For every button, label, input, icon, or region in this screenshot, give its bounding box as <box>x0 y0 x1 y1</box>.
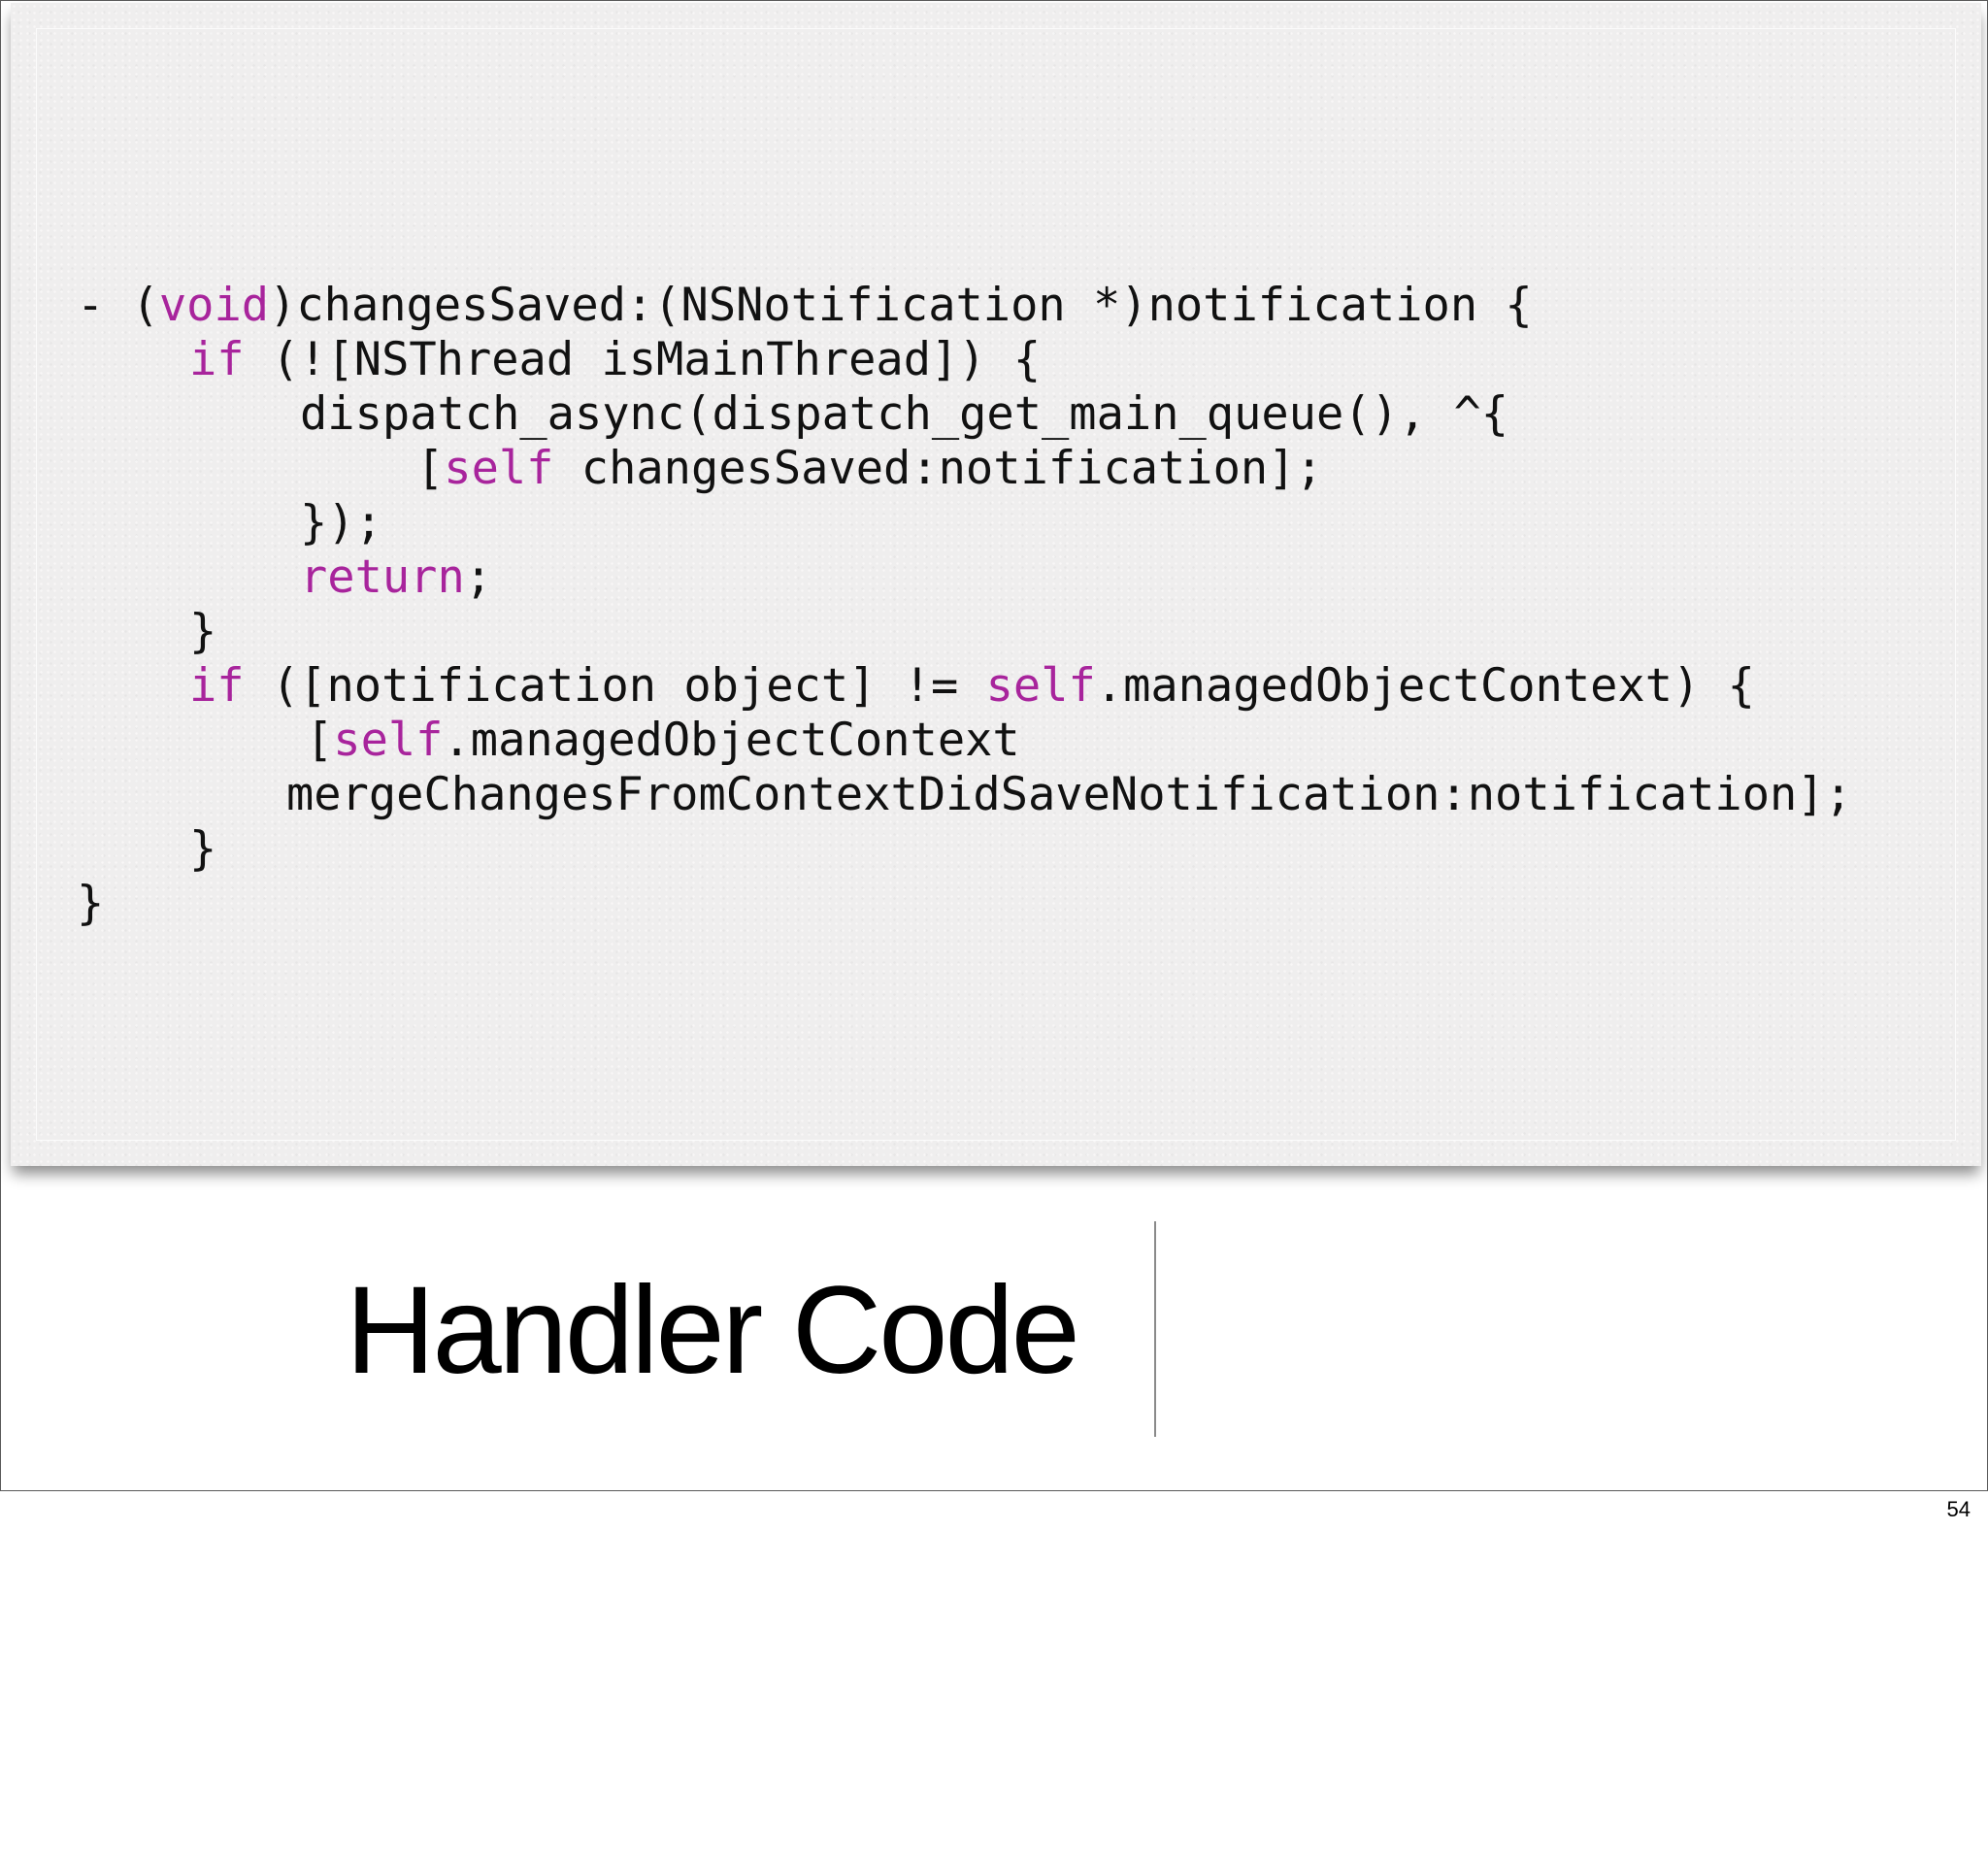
code-line-5: }); <box>300 496 382 550</box>
keyword-token: self <box>444 442 554 495</box>
code-line-8: if ([notification object] != self.manage… <box>189 659 1755 714</box>
code-token: .managedObjectContext <box>443 714 1020 767</box>
slide-title: Handler Code <box>346 1261 1080 1400</box>
code-token: dispatch_async(dispatch_get_main_queue()… <box>300 387 1509 441</box>
keyword-token: return <box>300 550 465 604</box>
code-line-11: } <box>189 822 216 877</box>
code-line-4: [self changesSaved:notification]; <box>416 442 1323 496</box>
code-line-10: mergeChangesFromContextDidSaveNotificati… <box>286 768 1852 822</box>
code-token: - ( <box>77 279 159 332</box>
code-token: } <box>189 605 217 658</box>
title-divider <box>1154 1221 1156 1437</box>
code-token: [ <box>416 442 445 495</box>
code-token: ([notification object] != <box>244 659 986 713</box>
code-line-12: } <box>77 877 104 931</box>
code-token: } <box>189 822 217 876</box>
code-line-9: [self.managedObjectContext <box>306 714 1020 768</box>
keyword-token: if <box>189 333 245 386</box>
code-token: }); <box>300 496 382 549</box>
keyword-token: void <box>158 279 270 332</box>
code-line-3: dispatch_async(dispatch_get_main_queue()… <box>300 387 1508 442</box>
code-panel-border <box>36 28 1956 1141</box>
keyword-token: self <box>985 659 1096 713</box>
code-line-2: if (![NSThread isMainThread]) { <box>189 333 1041 387</box>
code-token: mergeChangesFromContextDidSaveNotificati… <box>286 768 1852 821</box>
code-line-6: return; <box>300 550 492 605</box>
code-token: } <box>77 877 105 930</box>
code-panel: - (void)changesSaved:(NSNotification *)n… <box>11 3 1981 1166</box>
keyword-token: if <box>189 659 245 713</box>
code-token: .managedObjectContext) { <box>1095 659 1755 713</box>
page-number: 54 <box>1946 1497 1971 1521</box>
keyword-token: self <box>333 714 444 767</box>
slide: - (void)changesSaved:(NSNotification *)n… <box>0 0 1988 1491</box>
code-token: )changesSaved:(NSNotification *)notifica… <box>269 279 1533 332</box>
code-token: [ <box>306 714 334 767</box>
code-line-1: - (void)changesSaved:(NSNotification *)n… <box>77 279 1533 333</box>
code-token: changesSaved:notification]; <box>553 442 1323 495</box>
code-token: ; <box>464 550 493 604</box>
code-line-7: } <box>189 605 216 659</box>
code-token: (![NSThread isMainThread]) { <box>244 333 1042 386</box>
